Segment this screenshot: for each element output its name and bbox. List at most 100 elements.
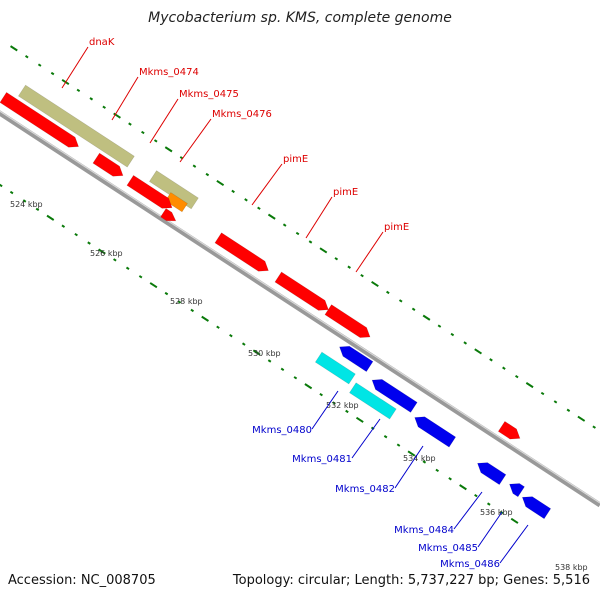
gene-pimE-2[interactable] [274,271,329,311]
major-tick [201,315,209,322]
leader-line [311,390,339,430]
major-tick [407,450,416,457]
minor-tick [128,122,132,126]
minor-tick [592,425,596,429]
scale-label: 538 kbp [555,563,588,572]
minor-tick [308,240,313,244]
minor-tick [566,408,571,412]
minor-tick [138,275,143,279]
minor-tick [241,342,246,346]
leader-line [149,98,179,144]
gene-pimE-1[interactable] [214,232,269,272]
gene-label[interactable]: pimE [333,187,358,198]
minor-tick [293,376,298,380]
minor-tick [9,190,14,195]
leader-line [61,46,89,89]
gene-label[interactable]: Mkms_0481 [292,454,352,465]
minor-tick [396,443,401,447]
minor-tick [282,223,287,227]
major-tick [459,484,467,491]
gene-mkms0485[interactable] [509,483,525,498]
major-tick [9,45,18,52]
minor-tick [125,266,130,270]
gene-label[interactable]: Mkms_0480 [252,425,312,436]
scale-label: 530 kbp [248,349,281,358]
leader-line [394,445,424,489]
minor-tick [244,198,248,202]
major-tick [525,382,534,389]
gene-label[interactable]: dnaK [89,37,115,48]
gene-forward[interactable] [497,420,521,440]
gene-mkms0474-highlight[interactable] [148,170,199,210]
gene-mkms0475[interactable] [126,174,173,209]
gene-label[interactable]: Mkms_0484 [394,525,454,536]
major-tick [0,183,3,188]
leader-line [453,491,483,530]
major-tick [355,416,364,423]
gene-mkms0484[interactable] [477,462,507,486]
scale-label: 534 kbp [403,454,436,463]
gene-mkms0474[interactable] [92,152,124,177]
major-tick [474,348,483,355]
minor-tick [24,55,29,59]
leader-line [305,196,333,239]
gene-dnaK-highlight[interactable] [17,84,135,168]
scale-label: 532 kbp [326,401,359,410]
gene-mkms0482[interactable] [414,416,457,448]
minor-tick [332,401,336,405]
minor-tick [450,332,455,337]
minor-tick [216,325,220,329]
major-tick [422,314,431,321]
leader-line [351,418,381,459]
scale-label: 524 kbp [10,200,43,209]
minor-tick [87,241,91,245]
minor-tick [345,409,349,414]
minor-tick [205,172,210,177]
gene-label[interactable]: Mkms_0475 [179,89,239,100]
minor-tick [334,257,339,261]
scale-label: 526 kbp [90,249,123,258]
minor-tick [74,232,78,237]
major-tick [319,247,328,254]
gene-mkms0476[interactable] [160,208,177,222]
major-tick [304,383,313,390]
minor-tick [553,400,558,404]
minor-tick [61,224,66,228]
minor-tick [383,435,388,439]
gene-label[interactable]: pimE [384,222,409,233]
minor-tick [411,307,416,311]
scale-label: 536 kbp [480,508,513,517]
minor-tick [486,502,491,506]
major-tick [149,282,158,289]
leader-line [111,76,139,121]
major-tick [113,112,121,119]
gene-mkms0481[interactable] [349,382,397,420]
minor-tick [76,88,81,93]
minor-tick [422,460,427,464]
gene-mkms0480[interactable] [314,351,356,385]
gene-label[interactable]: Mkms_0482 [335,484,395,495]
accession-text: Accession: NC_008705 [8,573,156,588]
minor-tick [50,71,55,76]
genome-summary: Topology: circular; Length: 5,737,227 bp… [232,573,590,588]
minor-tick [502,366,506,370]
gene-label[interactable]: pimE [283,154,308,165]
minor-tick [153,139,158,143]
gene-pimE-3[interactable] [324,304,371,338]
gene-dnaK[interactable] [0,92,79,148]
gene-mkms0481-upper[interactable] [371,379,418,413]
gene-mkms0486[interactable] [521,496,552,520]
gene-label[interactable]: Mkms_0486 [440,559,500,570]
minor-tick [113,258,117,262]
minor-tick [231,189,235,194]
major-tick [252,349,261,356]
leader-line [179,118,212,163]
gene-label[interactable]: Mkms_0476 [212,109,272,120]
gene-label[interactable]: Mkms_0474 [139,67,199,78]
minor-tick [267,359,272,363]
minor-tick [489,358,493,362]
gene-reverse-a[interactable] [339,345,374,373]
gene-label[interactable]: Mkms_0485 [418,543,478,554]
genome-backbone [0,110,600,508]
